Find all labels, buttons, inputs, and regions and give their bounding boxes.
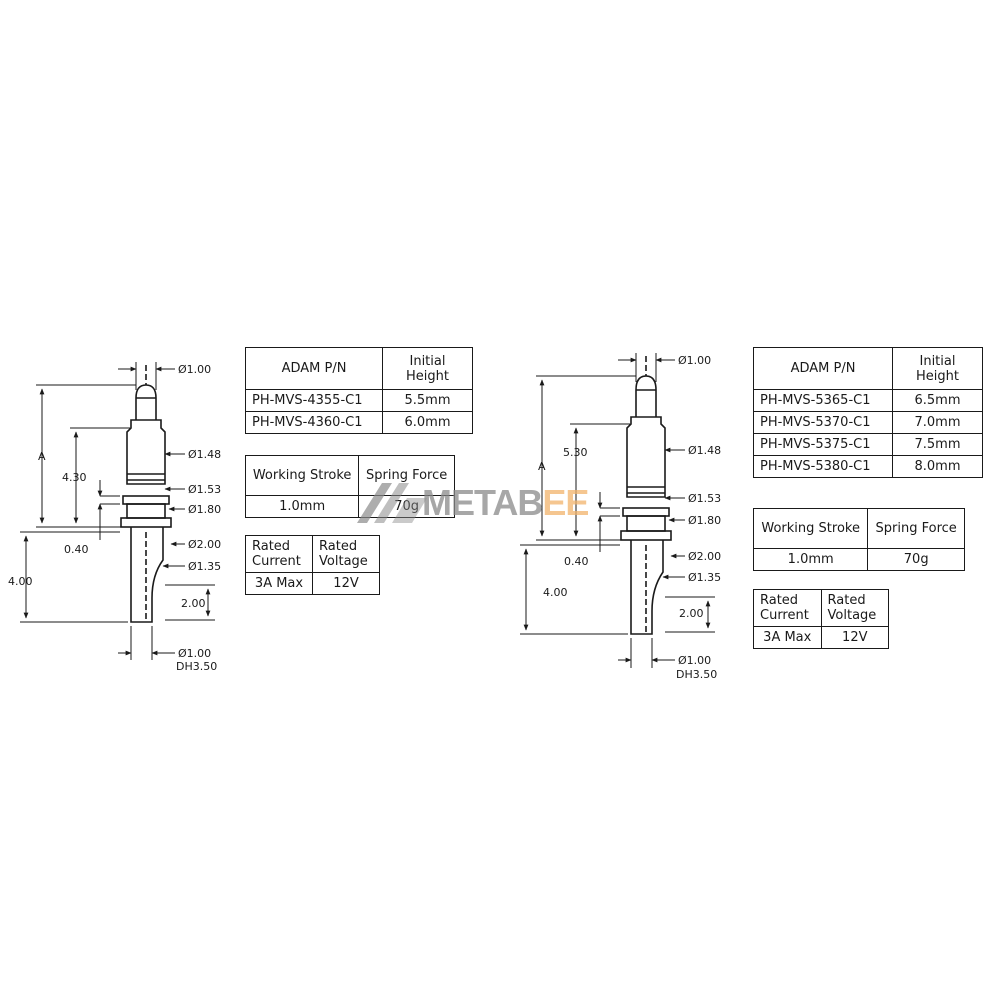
right-height-cell: 7.5mm [892,433,983,456]
left-dim-040: 0.40 [64,543,89,556]
left-dim-430: 4.30 [62,471,87,484]
watermark-text-accent: EE [542,482,589,523]
left-pn-header: ADAM P/N [245,347,383,390]
right-stroke-value: 1.0mm [752,548,869,571]
right-dim-dh: DH3.50 [676,668,717,681]
left-current-header-line2: Current [252,554,301,569]
table-row: PH-MVS-4355-C1 5.5mm [245,389,473,412]
right-height-cell: 7.0mm [892,411,983,434]
left-stroke-header: Working Stroke [244,455,360,496]
left-height-header-line2: Height [406,368,449,384]
right-pn-table: ADAM P/N Initial Height PH-MVS-5365-C1 6… [753,347,983,478]
left-dim-dh: DH3.50 [176,660,217,673]
table-row: PH-MVS-5370-C1 7.0mm [753,411,983,434]
right-dim-d135: Ø1.35 [688,571,721,584]
left-pin-drawing [120,365,172,623]
left-collar [122,495,170,505]
left-force-value: 70g [358,495,455,518]
right-voltage-value: 12V [820,626,890,649]
table-row: PH-MVS-4360-C1 6.0mm [245,411,473,434]
left-dim-d200: Ø2.00 [188,538,221,551]
left-dim-d135: Ø1.35 [188,560,221,573]
right-height-header-line1: Initial [919,353,956,369]
right-rating-table: Rated Current Rated Voltage 3A Max 12V [753,589,890,649]
right-stroke-table: Working Stroke Spring Force 1.0mm 70g [752,508,965,571]
left-height-cell: 6.0mm [382,411,473,434]
right-force-header: Spring Force [867,508,965,549]
left-plunger-tip [135,384,157,420]
left-rating-table: Rated Current Rated Voltage 3A Max 12V [244,535,380,595]
right-voltage-header: Rated Voltage [820,589,890,627]
right-dim-d153: Ø1.53 [688,492,721,505]
right-pn-cell: PH-MVS-5375-C1 [753,433,893,456]
right-plunger-tip [635,375,657,417]
right-collar [622,507,670,517]
right-dim-tip-dia: Ø1.00 [678,354,711,367]
left-pn-table: ADAM P/N Initial Height PH-MVS-4355-C1 5… [245,347,473,434]
left-dim-200: 2.00 [181,597,206,610]
watermark-text-main: METAB [422,482,543,523]
right-dim-d100b: Ø1.00 [678,654,711,667]
left-dim-A: A [38,450,46,463]
right-height-cell: 6.5mm [892,389,983,412]
left-pn-cell: PH-MVS-4360-C1 [245,411,383,434]
left-dim-400: 4.00 [8,575,33,588]
right-dim-d200: Ø2.00 [688,550,721,563]
right-barrel [626,416,666,498]
right-current-header-line1: Rated [760,593,799,608]
table-row: PH-MVS-5380-C1 8.0mm [753,455,983,478]
left-height-header: Initial Height [382,347,473,390]
right-pin-drawing [620,356,672,635]
right-force-value: 70g [867,548,965,571]
watermark-logo: METABEE [352,478,617,528]
right-voltage-header-line1: Rated [827,593,866,608]
left-stroke-value: 1.0mm [244,495,360,518]
right-voltage-header-line2: Voltage [827,608,877,623]
left-voltage-header-line2: Voltage [319,554,368,569]
right-pn-header: ADAM P/N [753,347,893,390]
right-current-header-line2: Current [760,608,809,623]
right-height-cell: 8.0mm [892,455,983,478]
table-row: PH-MVS-5375-C1 7.5mm [753,433,983,456]
right-dim-200: 2.00 [679,607,704,620]
left-barrel [126,419,166,485]
right-dim-040: 0.40 [564,555,589,568]
left-voltage-header-line1: Rated [319,539,358,554]
left-dim-d153: Ø1.53 [188,483,221,496]
right-pn-cell: PH-MVS-5365-C1 [753,389,893,412]
left-pn-cell: PH-MVS-4355-C1 [245,389,383,412]
left-current-header-line1: Rated [252,539,291,554]
left-dimension-lines [20,362,215,660]
right-dim-400: 4.00 [543,586,568,599]
right-dim-530: 5.30 [563,446,588,459]
left-height-header-line1: Initial [409,353,446,369]
left-dim-tip-dia: Ø1.00 [178,363,211,376]
watermark-text: METABEE [422,482,589,524]
left-current-value: 3A Max [244,572,314,595]
right-pn-cell: PH-MVS-5380-C1 [753,455,893,478]
left-height-cell: 5.5mm [382,389,473,412]
right-dimension-lines [520,353,715,668]
left-stroke-table: Working Stroke Spring Force 1.0mm 70g [244,455,455,518]
right-tail [630,540,664,635]
left-dim-d148: Ø1.48 [188,448,221,461]
right-pn-cell: PH-MVS-5370-C1 [753,411,893,434]
right-dim-A: A [538,460,546,473]
right-height-header: Initial Height [892,347,983,390]
watermark-chevron-icon [357,483,427,523]
left-dim-d100b: Ø1.00 [178,647,211,660]
right-dim-d180: Ø1.80 [688,514,721,527]
right-height-header-line2: Height [916,368,959,384]
table-row: PH-MVS-5365-C1 6.5mm [753,389,983,412]
left-voltage-value: 12V [312,572,380,595]
left-tail [130,527,164,623]
right-current-value: 3A Max [753,626,822,649]
right-stroke-header: Working Stroke [752,508,869,549]
right-current-header: Rated Current [753,589,822,627]
left-dim-d180: Ø1.80 [188,503,221,516]
right-dim-d148: Ø1.48 [688,444,721,457]
left-voltage-header: Rated Voltage [312,535,380,573]
left-current-header: Rated Current [244,535,314,573]
